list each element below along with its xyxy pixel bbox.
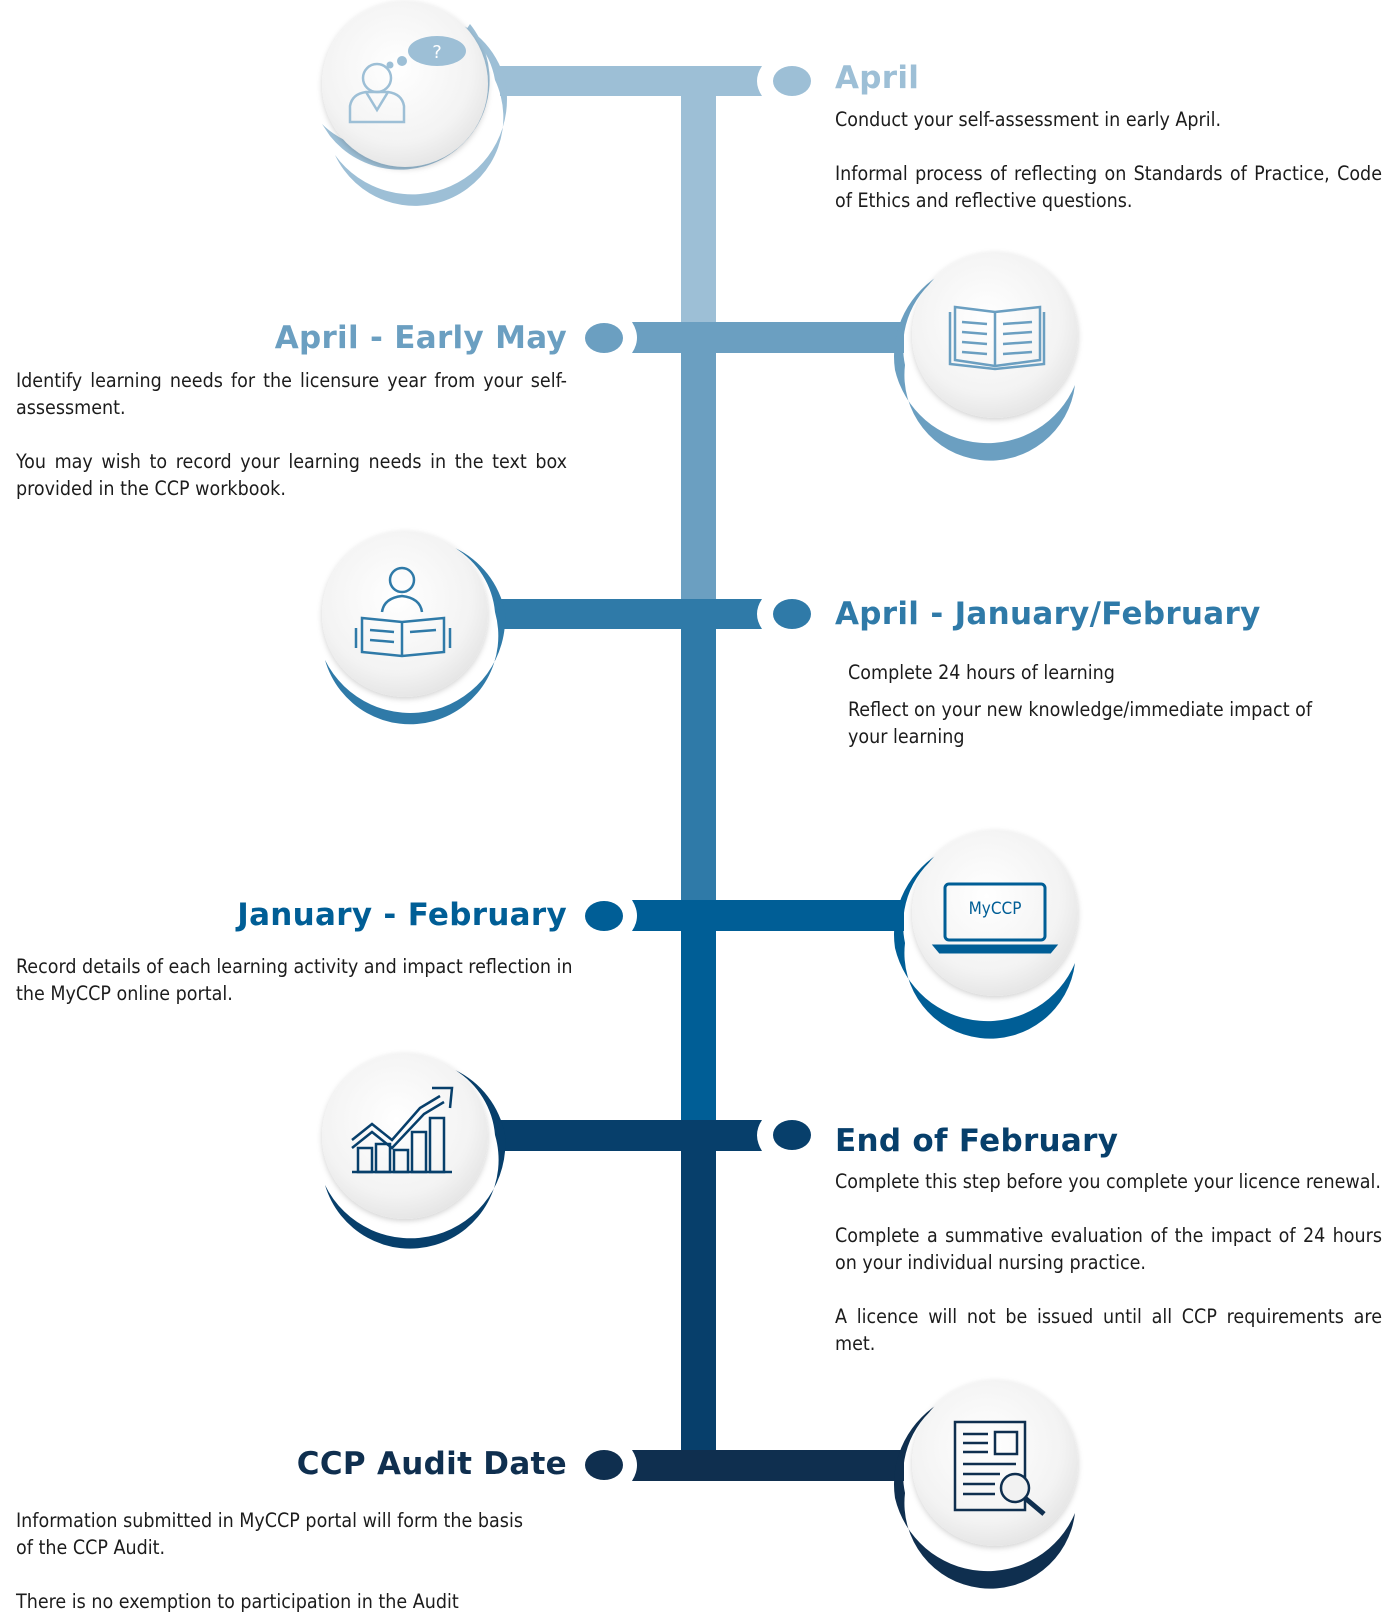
icon-disc <box>912 830 1078 996</box>
step-title-end-of-february: End of February <box>835 1123 1119 1159</box>
node-dot <box>773 599 811 629</box>
trunk-segment-1 <box>681 66 716 322</box>
node-dot <box>585 901 623 931</box>
timeline-trunk <box>681 66 716 1453</box>
step-title-april-early-may: April - Early May <box>274 320 567 356</box>
step-title-ccp-audit-date: CCP Audit Date <box>296 1446 567 1482</box>
bracket <box>632 1450 644 1481</box>
step-title-january-february: January - February <box>237 897 567 933</box>
step-title-april-january-february: April - January/February <box>835 596 1261 632</box>
step-paragraph: Complete 24 hours of learning <box>848 661 1115 684</box>
svg-text:?: ? <box>432 42 442 63</box>
step-paragraph: Complete this step before you complete y… <box>835 1170 1381 1193</box>
thinking-person-icon: ? <box>348 36 466 124</box>
connector-bar <box>644 900 904 931</box>
node-dot <box>773 1120 811 1150</box>
node-dot <box>585 323 623 353</box>
open-book-icon <box>948 305 1046 371</box>
reading-person-icon <box>354 566 452 658</box>
icon-disc <box>322 531 488 697</box>
step-description-january-february: Record details of each learning activity… <box>16 953 596 1007</box>
step-paragraph: Record details of each learning activity… <box>16 955 573 1005</box>
step-description-ccp-audit-date: Information submitted in MyCCP portal wi… <box>16 1507 536 1615</box>
step-paragraph: Complete a summative evaluation of the i… <box>835 1224 1382 1274</box>
step-paragraph: You may wish to record your learning nee… <box>16 450 567 500</box>
icon-disc <box>322 1 488 167</box>
step-description-april: Conduct your self-assessment in early Ap… <box>835 106 1382 214</box>
step-paragraph: There is no exemption to participation i… <box>16 1590 459 1613</box>
step-april-early-may <box>585 252 1078 461</box>
bracket <box>750 599 762 629</box>
node-dot <box>585 1450 623 1480</box>
laptop-icon <box>931 882 1059 954</box>
step-april: ? <box>322 1 811 206</box>
connector-bar <box>500 599 750 629</box>
step-paragraph: Informal process of reflecting on Standa… <box>835 162 1382 212</box>
laptop-screen-label: MyCCP <box>968 899 1022 919</box>
connector-bar <box>500 1120 750 1151</box>
bracket <box>632 322 644 353</box>
step-end-of-february <box>322 1053 811 1249</box>
document-search-icon <box>953 1420 1046 1516</box>
trunk-segment-3 <box>681 600 716 900</box>
connector-bar <box>644 1450 904 1481</box>
step-title-april: April <box>835 60 920 96</box>
bracket <box>750 1120 762 1151</box>
step-paragraph: A licence will not be issued until all C… <box>835 1305 1382 1355</box>
trunk-segment-2 <box>681 322 716 600</box>
step-description-april-early-may: Identify learning needs for the licensur… <box>16 367 567 502</box>
trunk-segment-4 <box>681 900 716 1120</box>
step-description-april-january-february: Complete 24 hours of learning Reflect on… <box>848 659 1328 750</box>
step-paragraph: Conduct your self-assessment in early Ap… <box>835 108 1222 131</box>
step-january-february <box>585 830 1078 1039</box>
node-dot <box>773 66 811 96</box>
step-paragraph: Reflect on your new knowledge/immediate … <box>848 698 1313 748</box>
step-ccp-audit-date <box>585 1380 1078 1589</box>
bracket <box>632 900 644 931</box>
step-paragraph: Information submitted in MyCCP portal wi… <box>16 1509 523 1559</box>
bracket <box>750 66 762 96</box>
growth-chart-icon <box>351 1086 454 1174</box>
step-paragraph: Identify learning needs for the licensur… <box>16 369 567 419</box>
step-description-end-of-february: Complete this step before you complete y… <box>835 1168 1382 1357</box>
connector-bar <box>644 322 904 353</box>
connector-bar <box>500 66 750 96</box>
trunk-segment-5 <box>681 1120 716 1453</box>
step-april-january-february <box>322 531 811 725</box>
